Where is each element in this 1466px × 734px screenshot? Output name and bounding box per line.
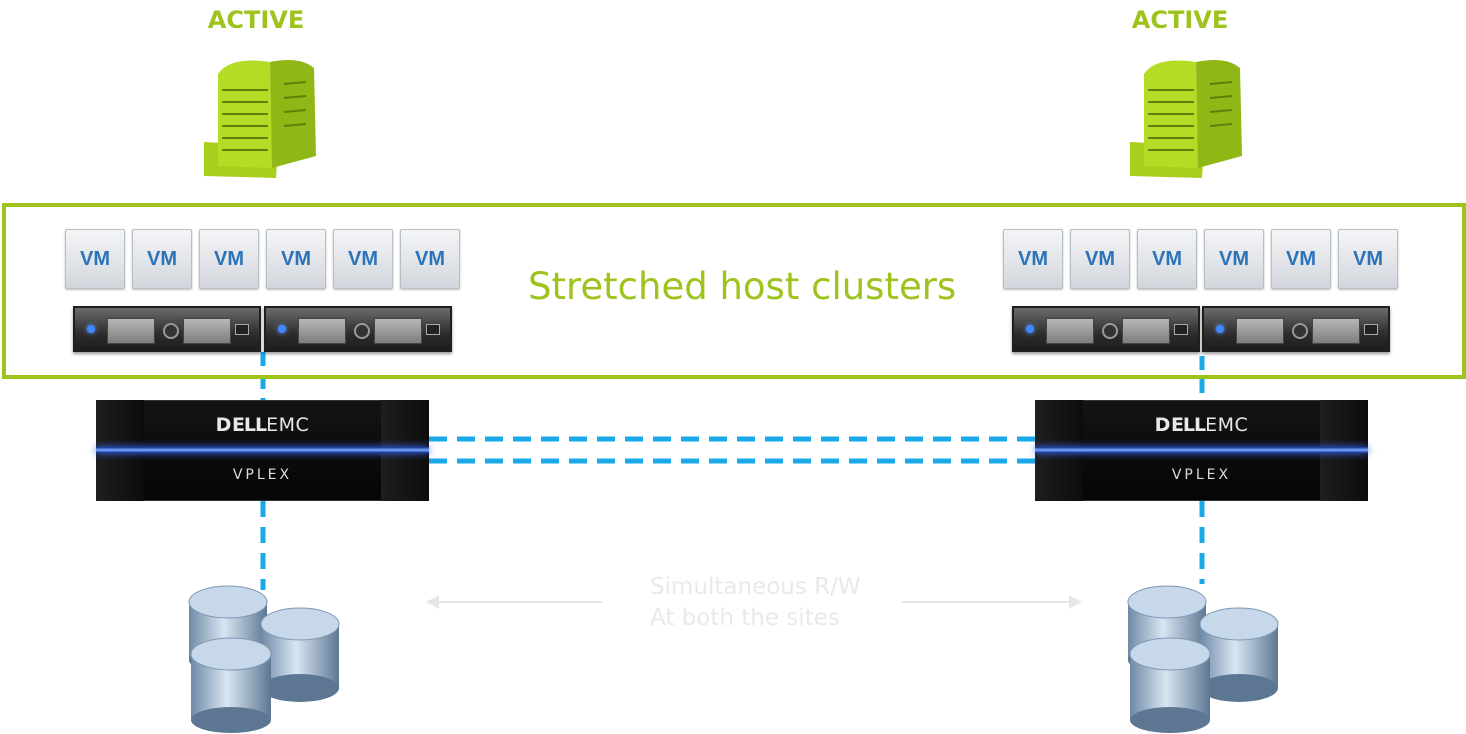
disk-stack-front — [1129, 637, 1211, 733]
vm-tile: VM — [1137, 229, 1197, 289]
server-icon — [73, 306, 261, 352]
stretched-cluster-box — [2, 203, 1466, 379]
vm-tile: VM — [1338, 229, 1398, 289]
building-icon — [1130, 60, 1242, 178]
building-icon — [204, 60, 316, 178]
vm-tile: VM — [65, 229, 125, 289]
vm-group-right: VM VM VM VM VM VM — [1003, 229, 1398, 289]
vm-group-left: VM VM VM VM VM VM — [65, 229, 460, 289]
database-stack-icon — [1127, 585, 1279, 733]
vm-tile: VM — [1204, 229, 1264, 289]
site-status-label: ACTIVE — [1131, 6, 1229, 34]
disk-stack-right — [260, 607, 340, 702]
server-icon — [1202, 306, 1390, 352]
vm-tile: VM — [400, 229, 460, 289]
cluster-title: Stretched host clusters — [528, 265, 957, 308]
vm-tile: VM — [1070, 229, 1130, 289]
vplex-appliance: DELLEMC VPLEX — [1035, 400, 1368, 501]
vm-tile: VM — [132, 229, 192, 289]
vm-tile: VM — [1003, 229, 1063, 289]
vm-tile: VM — [1271, 229, 1331, 289]
vm-tile: VM — [333, 229, 393, 289]
server-icon — [1012, 306, 1200, 352]
database-stack-icon — [188, 585, 340, 733]
array-model-label: VPLEX — [232, 467, 293, 483]
site-status-label: ACTIVE — [207, 6, 305, 34]
array-brand-logo: DELLEMC — [215, 414, 310, 436]
disk-stack-front — [190, 637, 272, 733]
note-line-1: Simultaneous R/W — [650, 574, 861, 600]
vm-tile: VM — [199, 229, 259, 289]
server-icon — [264, 306, 452, 352]
array-brand-logo: DELLEMC — [1154, 414, 1249, 436]
array-model-label: VPLEX — [1171, 467, 1232, 483]
note-line-2: At both the sites — [650, 605, 840, 631]
replication-note: Simultaneous R/W At both the sites — [650, 572, 861, 634]
vplex-appliance: DELLEMC VPLEX — [96, 400, 429, 501]
vm-tile: VM — [266, 229, 326, 289]
disk-stack-right — [1199, 607, 1279, 702]
